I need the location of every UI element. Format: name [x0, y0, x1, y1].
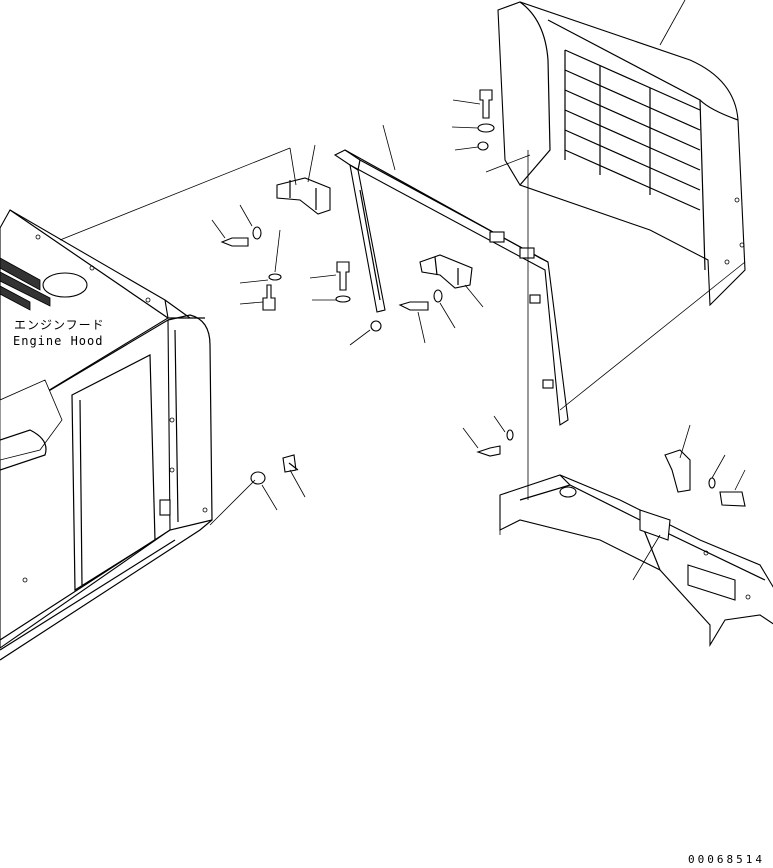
bracket-right: [419, 254, 473, 289]
grille-louvres: [564, 49, 701, 211]
leader-lines: [59, 0, 746, 581]
engine-hood-label-jp: エンジンフード: [14, 318, 105, 332]
engine-hood: [0, 209, 213, 661]
engine-hood-label-en: Engine Hood: [13, 334, 104, 348]
fasteners: [220, 89, 746, 507]
bracket-left: [276, 177, 331, 215]
drawing-number: 00068514: [688, 853, 765, 866]
lower-guard: [499, 449, 773, 647]
grille-guard: [497, 1, 746, 307]
hood-top-grille: [0, 257, 51, 311]
hood-top-opening: [42, 272, 88, 298]
upper-frame-bar: [333, 149, 569, 426]
